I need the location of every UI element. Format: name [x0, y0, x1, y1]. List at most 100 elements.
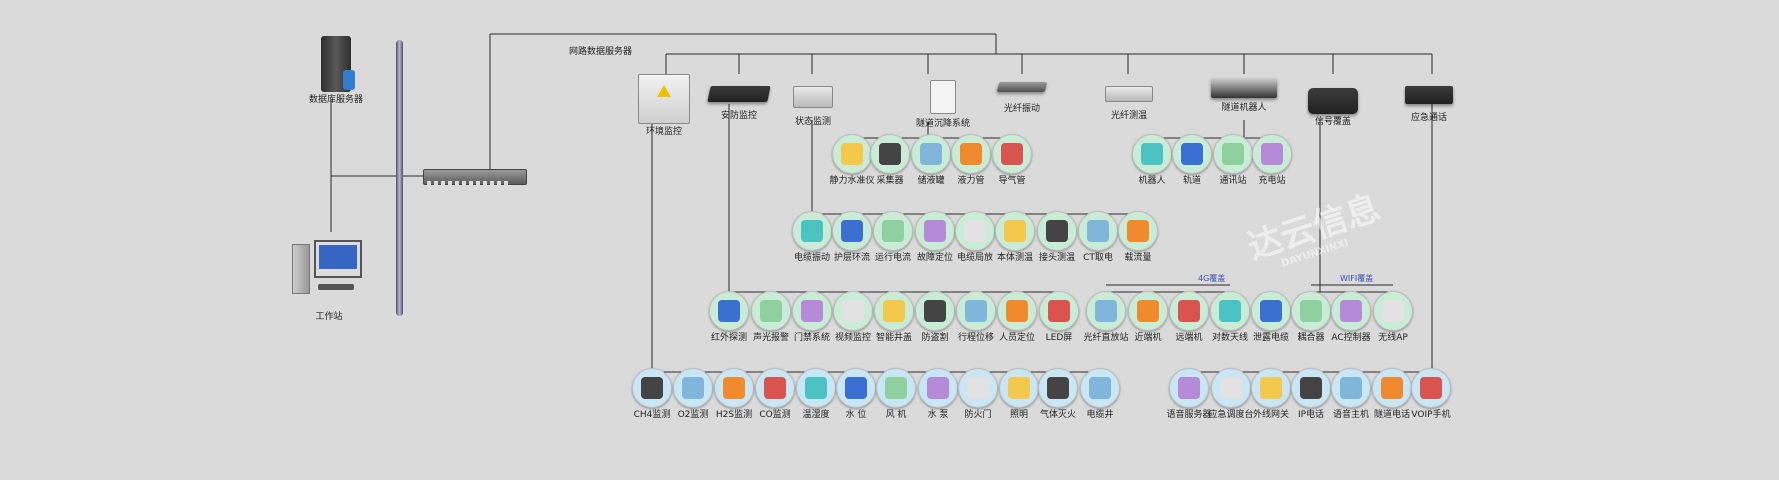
device-sec: 安防监控	[707, 86, 771, 122]
robot-server-icon	[1211, 78, 1277, 98]
env-cabinet-icon	[638, 74, 690, 124]
env-node: 水 泵	[908, 368, 968, 421]
security-node: 防盗割	[905, 291, 965, 344]
signal-node-label: 对数天线	[1211, 333, 1248, 343]
state-node: 运行电流	[863, 211, 923, 264]
security-device-icon	[792, 291, 832, 331]
security-node-label: 行程位移	[957, 333, 994, 343]
security-device-icon	[997, 291, 1037, 331]
settlement-device-icon	[870, 134, 910, 174]
env-node: 气体灭火	[1028, 368, 1088, 421]
signal-node-label: 耦合器	[1297, 333, 1325, 343]
device-env-label: 环境监控	[645, 127, 682, 137]
security-node-label: 人员定位	[998, 333, 1035, 343]
security-node: 行程位移	[946, 291, 1006, 344]
signal-node-label: 光纤直放站	[1083, 333, 1129, 343]
device-robot-label: 隧道机器人	[1221, 103, 1267, 113]
signal-node: 近端机	[1118, 291, 1178, 344]
env-node-label: 温湿度	[802, 410, 830, 420]
state-device-icon	[955, 211, 995, 251]
robot-device-icon	[1213, 134, 1253, 174]
security-node: 声光报警	[741, 291, 801, 344]
database-server-label: 数据库服务器	[309, 95, 364, 105]
env-node-label: 照明	[1009, 410, 1028, 420]
comm-node: 应急调度台	[1201, 368, 1261, 421]
signal-box-icon	[1308, 88, 1358, 114]
device-settle: 隧道沉降系统	[916, 80, 970, 130]
settlement-node: 静力水准仪	[822, 134, 882, 187]
state-node: 故障定位	[905, 211, 965, 264]
security-node: 门禁系统	[782, 291, 842, 344]
state-device-icon	[1037, 211, 1077, 251]
robot-node-label: 机器人	[1138, 176, 1166, 186]
signal-device-icon	[1169, 291, 1209, 331]
comm-device-icon	[1331, 368, 1371, 408]
env-device-icon	[1038, 368, 1078, 408]
security-node: 人员定位	[987, 291, 1047, 344]
comm-node-label: VOIP手机	[1411, 410, 1451, 420]
env-node: 风 机	[866, 368, 926, 421]
state-device-icon	[1078, 211, 1118, 251]
workstation-label: 工作站	[315, 312, 343, 322]
signal-node-label: 泄露电缆	[1252, 333, 1289, 343]
env-node: 照明	[989, 368, 1049, 421]
signal-node-label: AC控制器	[1331, 333, 1371, 343]
env-device-icon	[632, 368, 672, 408]
robot-node-label: 通讯站	[1219, 176, 1247, 186]
security-node-label: 红外探测	[710, 333, 747, 343]
security-node: 视频监控	[823, 291, 883, 344]
settlement-node-label: 液力管	[957, 176, 985, 186]
signal-device-icon	[1251, 291, 1291, 331]
signal-node: 无线AP	[1363, 291, 1423, 344]
network-data-server-label: 网路数据服务器	[569, 47, 633, 57]
env-node: CH4监测	[622, 368, 682, 421]
state-device-icon	[915, 211, 955, 251]
device-fvib-label: 光纤振动	[1003, 104, 1040, 114]
signal-device-icon	[1128, 291, 1168, 331]
signal-node: 耦合器	[1281, 291, 1341, 344]
comm-device-icon	[1169, 368, 1209, 408]
state-node-label: 本体测温	[996, 253, 1033, 263]
workstation: 工作站	[292, 240, 366, 323]
comm-device-icon	[1372, 368, 1412, 408]
signal-node: 对数天线	[1200, 291, 1260, 344]
device-signal-label: 信号覆盖	[1314, 117, 1351, 127]
env-node: 电缆井	[1070, 368, 1130, 421]
env-node-label: CO监测	[759, 410, 791, 420]
state-node-label: 电缆局放	[956, 253, 993, 263]
robot-node-label: 轨道	[1182, 176, 1201, 186]
device-emerg-label: 应急通话	[1410, 113, 1447, 123]
state-node: 本体测温	[985, 211, 1045, 264]
database-server-icon	[321, 36, 355, 92]
security-node-label: 视频监控	[834, 333, 871, 343]
signal-device-icon	[1210, 291, 1250, 331]
device-robot: 隧道机器人	[1211, 78, 1277, 114]
workstation-icon	[292, 240, 366, 296]
state-node-label: 故障定位	[916, 253, 953, 263]
settlement-device-icon	[951, 134, 991, 174]
settlement-node-label: 采集器	[876, 176, 904, 186]
security-device-icon	[956, 291, 996, 331]
device-sec-label: 安防监控	[720, 111, 757, 121]
settlement-node-label: 储液罐	[917, 176, 945, 186]
state-node-label: 运行电流	[874, 253, 911, 263]
device-state: 状态监测	[793, 86, 833, 128]
env-node-label: 电缆井	[1086, 410, 1114, 420]
comm-node: VOIP手机	[1401, 368, 1461, 421]
state-node: CT取电	[1068, 211, 1128, 264]
state-unit-icon	[793, 86, 833, 108]
security-node-label: 智能井盖	[875, 333, 912, 343]
security-device-icon	[751, 291, 791, 331]
fvib-unit-icon	[996, 82, 1048, 92]
device-settle-label: 隧道沉降系统	[916, 119, 971, 129]
state-device-icon	[1118, 211, 1158, 251]
env-device-icon	[999, 368, 1039, 408]
env-node-label: O2监测	[677, 410, 709, 420]
env-device-icon	[1080, 368, 1120, 408]
comm-node: IP电话	[1281, 368, 1341, 421]
env-node-label: 防火门	[964, 410, 992, 420]
state-device-icon	[995, 211, 1035, 251]
settlement-device-icon	[992, 134, 1032, 174]
comm-node-label: 外线网关	[1252, 410, 1289, 420]
security-node: 智能井盖	[864, 291, 924, 344]
